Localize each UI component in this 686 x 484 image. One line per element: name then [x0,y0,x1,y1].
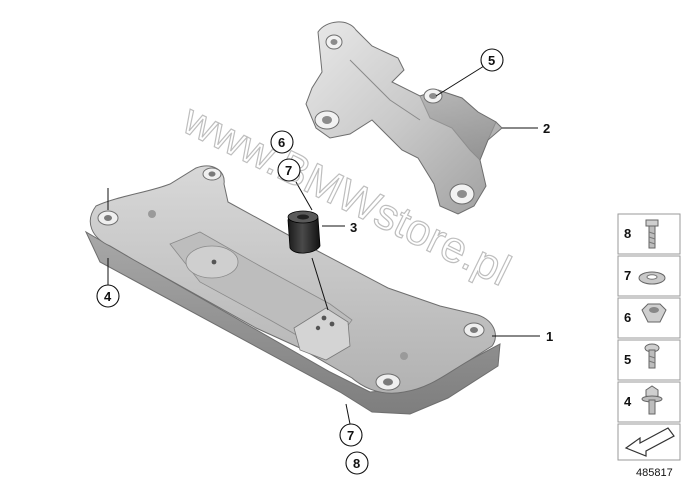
leader-lines [107,65,540,425]
direction-arrow-icon [624,427,675,457]
bolt-icon [645,219,659,249]
callout-label: 5 [488,53,495,68]
callout-label: 7 [347,428,354,443]
flange-bolt-icon [641,385,663,415]
callout-label: 8 [353,456,360,471]
legend-number: 5 [624,352,631,367]
callout-label: 7 [285,163,292,178]
callout-2: 2 [543,121,550,136]
callout-6: 6 [270,130,294,154]
diagram-id: 485817 [636,467,673,479]
fastener-legend: 8 7 6 5 4 [617,213,681,461]
callout-4: 4 [96,284,120,308]
callout-label: 4 [104,289,112,304]
washer-icon [638,271,666,285]
transmission-mount-bracket [305,21,503,215]
callout-3: 3 [350,220,357,235]
callout-label: 3 [350,220,357,235]
callout-7-top: 7 [277,158,301,182]
callout-5: 5 [480,48,504,72]
callout-1: 1 [546,329,553,344]
legend-number: 6 [624,310,631,325]
callout-8: 8 [345,451,369,475]
crossmember [84,165,501,415]
callout-label: 6 [278,135,285,150]
legend-number: 7 [624,268,631,283]
callout-label: 2 [543,121,550,136]
hex-nut-icon [641,303,667,323]
callout-7-bottom: 7 [339,423,363,447]
legend-number: 8 [624,226,631,241]
torx-bolt-icon [644,343,660,369]
rubber-mount [287,210,321,254]
legend-number: 4 [624,394,632,409]
callout-label: 1 [546,329,553,344]
